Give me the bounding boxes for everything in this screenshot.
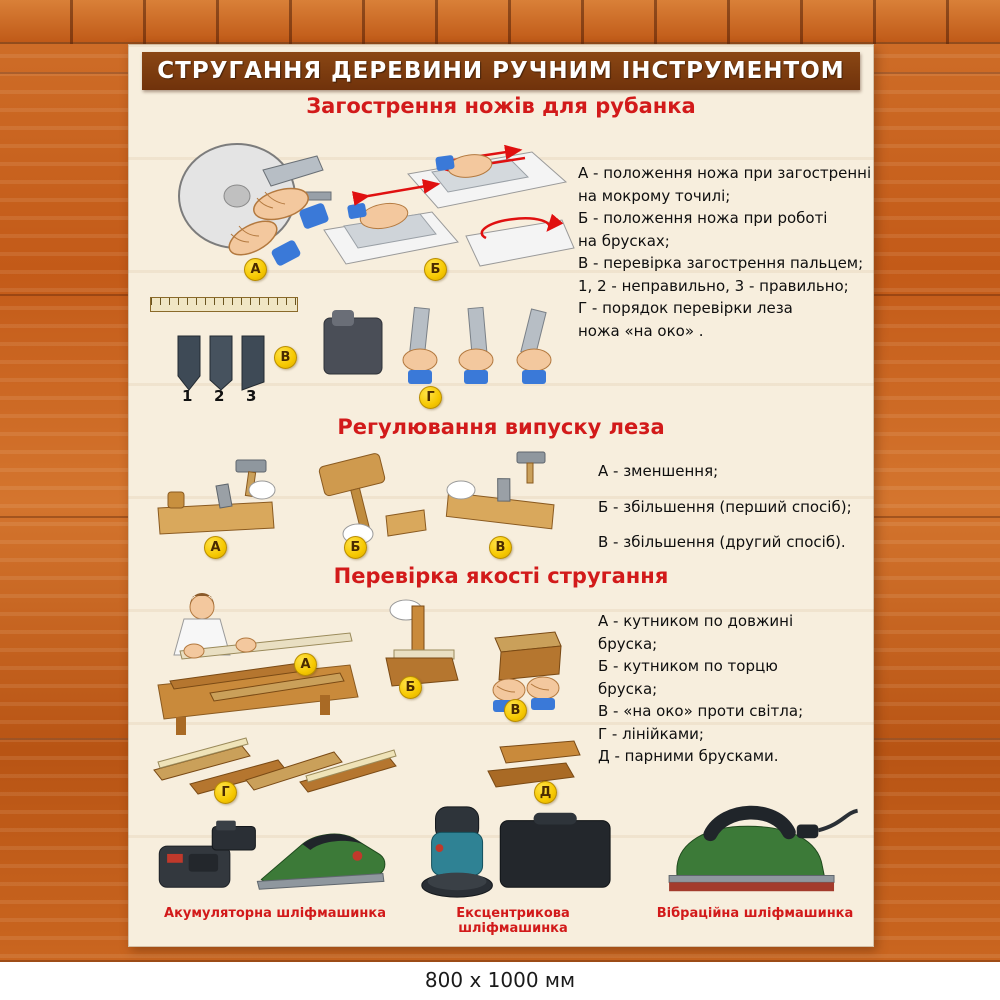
figure-label-g: Г [419, 386, 442, 409]
hand-blade-2 [458, 306, 494, 384]
note-line: ножа «на око» . [578, 321, 704, 340]
figure-label-a: А [294, 653, 317, 676]
note-line: А - зменшення; [598, 462, 719, 480]
figure-sharpening-stones [320, 132, 575, 282]
eye-check-illustration [323, 306, 552, 384]
note-line: В - збільшення (другий спосіб). [598, 533, 846, 551]
figure-blade-profiles: 1 2 3 [150, 297, 300, 409]
figure-label-a: А [204, 536, 227, 559]
poster-size-label: 800 x 1000 мм [424, 968, 576, 992]
figure-mallet-increase-1 [290, 446, 430, 546]
paired-blocks-illustration [487, 740, 581, 788]
figure-label-v: В [489, 536, 512, 559]
section-adjustment-notes: А - зменшення; Б - збільшення (перший сп… [598, 460, 870, 567]
figure-label-g: Г [214, 781, 237, 804]
section-heading-sharpening: Загострення ножів для рубанка [306, 94, 696, 118]
figure-label-b: Б [344, 536, 367, 559]
blade-profiles-illustration [177, 335, 265, 391]
plane-hammer-illustration [157, 459, 276, 535]
workbench-illustration [157, 593, 359, 735]
note-line: В - «на око» проти світла; [598, 702, 804, 720]
tilted-plane-illustration [445, 451, 555, 530]
poster-panel: СТРУГАННЯ ДЕРЕВИНИ РУЧНИМ ІНСТРУМЕНТОМ З… [128, 44, 874, 947]
figure-plane-hammer-decrease [150, 450, 285, 545]
figure-rulers-boards [150, 736, 430, 798]
note-line: бруска; [598, 634, 658, 653]
figure-label-d: Д [534, 781, 557, 804]
note-line: на брусках; [578, 231, 670, 250]
note-line: В - перевірка загострення пальцем; [578, 254, 864, 272]
note-line: Г - лінійками; [598, 724, 704, 743]
note-line: Г - порядок перевірки леза [578, 299, 793, 317]
tool-caption-orbital: Ексцентрикова шліфмашинка [456, 906, 570, 936]
profile-number-1: 1 [182, 387, 193, 405]
photo-vibration-sander [646, 795, 864, 903]
figure-paired-blocks [478, 731, 588, 799]
note-line: Б - збільшення (перший спосіб); [598, 497, 852, 516]
wood-frame-top-planks [0, 0, 1000, 44]
figure-label-b: Б [399, 676, 422, 699]
figure-label-a: А [244, 258, 267, 281]
note-line: на мокрому точилі; [578, 186, 731, 205]
note-line: Б - положення ножа при роботі [578, 209, 828, 227]
note-line: 1, 2 - неправильно, 3 - правильно; [578, 276, 849, 295]
figure-workbench-straightedge [150, 589, 365, 739]
note-line: Д - парними брусками. [598, 747, 779, 765]
section-sharpening-notes: А - положення ножа при загостренні на мо… [578, 162, 874, 342]
figure-plane-hammer-increase-2 [433, 446, 578, 546]
figure-grinding-wheel [165, 132, 335, 282]
sight-check-illustration [492, 631, 562, 712]
note-line: А - кутником по довжині [598, 612, 794, 630]
profile-number-2: 2 [214, 387, 225, 405]
hand-blade-3 [516, 308, 552, 384]
poster-title: СТРУГАННЯ ДЕРЕВИНИ РУЧНИМ ІНСТРУМЕНТОМ [142, 52, 860, 90]
profile-number-3: 3 [246, 387, 257, 405]
note-line: бруска; [598, 679, 658, 698]
rulers-boards-illustration [153, 737, 397, 795]
section-heading-quality: Перевірка якості стругання [333, 564, 669, 588]
hand-blade-1 [402, 306, 438, 384]
figure-label-v: В [274, 346, 297, 369]
photo-orbital-sander [408, 799, 618, 902]
vibration-sander-illustration [668, 805, 859, 892]
poster-wood-frame: СТРУГАННЯ ДЕРЕВИНИ РУЧНИМ ІНСТРУМЕНТОМ З… [0, 0, 1000, 962]
tool-caption-cordless: Акумуляторна шліфмашинка [164, 906, 386, 921]
figure-eye-check [320, 302, 570, 397]
figure-sight-check [473, 612, 578, 717]
figure-label-v: В [504, 699, 527, 722]
mallet-illustration [318, 453, 427, 545]
orbital-sander-illustration [421, 806, 611, 898]
sharpening-stones-illustration [323, 144, 575, 267]
grinding-wheel-illustration [178, 143, 332, 266]
tool-caption-vibration: Вібраційна шліфмашинка [656, 906, 854, 921]
section-heading-adjustment: Регулювання випуску леза [337, 415, 665, 439]
photo-cordless-sander [153, 799, 398, 902]
cordless-sander-illustration [158, 820, 386, 890]
section-quality-notes: А - кутником по довжині бруска; Б - кутн… [598, 610, 833, 768]
note-line: Б - кутником по торцю [598, 657, 778, 675]
ruler-illustration [150, 297, 298, 312]
note-line: А - положення ножа при загостренні [578, 164, 872, 182]
figure-label-b: Б [424, 258, 447, 281]
